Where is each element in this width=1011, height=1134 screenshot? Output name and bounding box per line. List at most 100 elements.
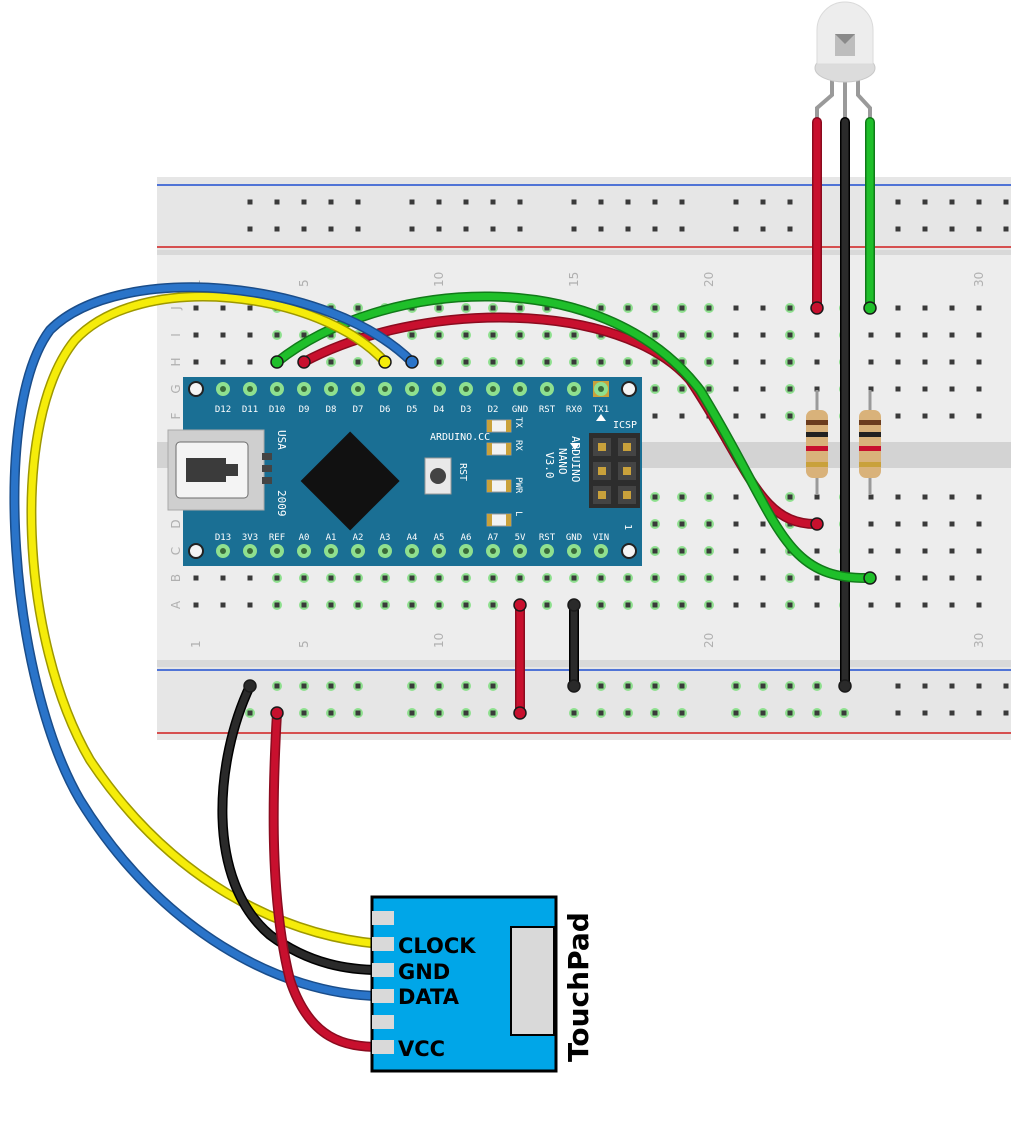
breadboard-hole — [814, 494, 820, 500]
icsp-pin — [598, 467, 606, 475]
pin-label-top: D12 — [215, 405, 231, 415]
breadboard-hole — [760, 359, 766, 365]
rail-hole — [571, 710, 577, 716]
wire-end — [838, 679, 852, 693]
breadboard-hole — [814, 602, 820, 608]
breadboard-hole — [382, 602, 388, 608]
rail-hole — [652, 710, 658, 716]
rail-hole — [895, 199, 901, 205]
breadboard-hole — [490, 305, 496, 311]
rail-hole — [409, 710, 415, 716]
breadboard-hole — [787, 494, 793, 500]
breadboard-hole — [760, 575, 766, 581]
rail-hole — [436, 683, 442, 689]
rail-hole — [301, 199, 307, 205]
rail-hole — [814, 710, 820, 716]
breadboard-hole — [760, 386, 766, 392]
breadboard-hole — [220, 602, 226, 608]
breadboard-hole — [625, 305, 631, 311]
breadboard-hole — [706, 494, 712, 500]
breadboard-hole — [679, 494, 685, 500]
board-name-line-3: V3.0 — [543, 452, 556, 479]
rail-hole — [598, 199, 604, 205]
breadboard-hole — [652, 494, 658, 500]
breadboard-hole — [787, 575, 793, 581]
rail-hole — [517, 226, 523, 232]
usa-label: USA — [275, 430, 288, 450]
rail-hole — [436, 199, 442, 205]
breadboard-hole — [571, 359, 577, 365]
breadboard-hole — [760, 602, 766, 608]
pin-label-top: TX1 — [593, 405, 609, 415]
breadboard-hole — [976, 548, 982, 554]
breadboard-hole — [652, 332, 658, 338]
pin-label-bottom: 5V — [515, 533, 526, 543]
icsp-pin1-label: 1 — [622, 524, 633, 530]
breadboard-hole — [490, 602, 496, 608]
breadboard-hole — [436, 602, 442, 608]
touchpad-title: TouchPad — [562, 912, 595, 1062]
rail-hole — [328, 683, 334, 689]
reset-button[interactable] — [430, 468, 446, 484]
breadboard-hole — [247, 305, 253, 311]
rail-hole — [625, 226, 631, 232]
breadboard-hole — [949, 575, 955, 581]
rail-hole — [490, 226, 496, 232]
breadboard-hole — [274, 332, 280, 338]
rail-hole — [598, 683, 604, 689]
rail-hole — [598, 226, 604, 232]
breadboard-hole — [301, 602, 307, 608]
breadboard-hole — [706, 332, 712, 338]
rail-hole — [976, 226, 982, 232]
rail-hole — [571, 199, 577, 205]
rail-hole — [652, 226, 658, 232]
breadboard-hole — [760, 413, 766, 419]
column-number-bottom: 20 — [702, 633, 716, 648]
row-letter: J — [169, 306, 183, 311]
breadboard-hole — [976, 494, 982, 500]
breadboard-hole — [463, 332, 469, 338]
breadboard-hole — [976, 602, 982, 608]
pin-label-bottom: GND — [566, 533, 582, 543]
touchpad-connector — [510, 926, 555, 1036]
wires — [9, 117, 877, 1052]
wire-end — [297, 355, 311, 369]
breadboard-hole — [733, 359, 739, 365]
rail-hole — [760, 199, 766, 205]
rail-hole — [652, 199, 658, 205]
pin-label-top: GND — [512, 405, 528, 415]
row-letter: F — [169, 412, 183, 419]
breadboard-hole — [949, 413, 955, 419]
breadboard-hole — [895, 305, 901, 311]
breadboard-hole — [679, 413, 685, 419]
breadboard-hole — [652, 413, 658, 419]
touchpad-pin — [372, 963, 394, 977]
breadboard-hole — [868, 548, 874, 554]
rail-hole — [274, 199, 280, 205]
breadboard-hole — [949, 602, 955, 608]
breadboard-hole — [328, 359, 334, 365]
breadboard-hole — [976, 413, 982, 419]
breadboard-hole — [679, 305, 685, 311]
breadboard-hole — [733, 575, 739, 581]
pin-label-bottom: A5 — [434, 533, 445, 543]
breadboard-hole — [490, 332, 496, 338]
wire-end — [567, 598, 581, 612]
breadboard-hole — [679, 575, 685, 581]
row-letter: C — [169, 547, 183, 555]
rail-hole — [247, 199, 253, 205]
pin-label-bottom: 3V3 — [242, 533, 258, 543]
mount-hole-tr — [621, 381, 637, 397]
breadboard-hole — [274, 602, 280, 608]
rail-hole — [301, 710, 307, 716]
rail-hole — [1003, 710, 1009, 716]
rail-hole — [733, 199, 739, 205]
breadboard-hole — [949, 521, 955, 527]
resistor-1 — [806, 390, 828, 495]
touchpad-pin-gnd: GND — [398, 960, 450, 984]
wire-end — [863, 571, 877, 585]
breadboard-hole — [490, 359, 496, 365]
